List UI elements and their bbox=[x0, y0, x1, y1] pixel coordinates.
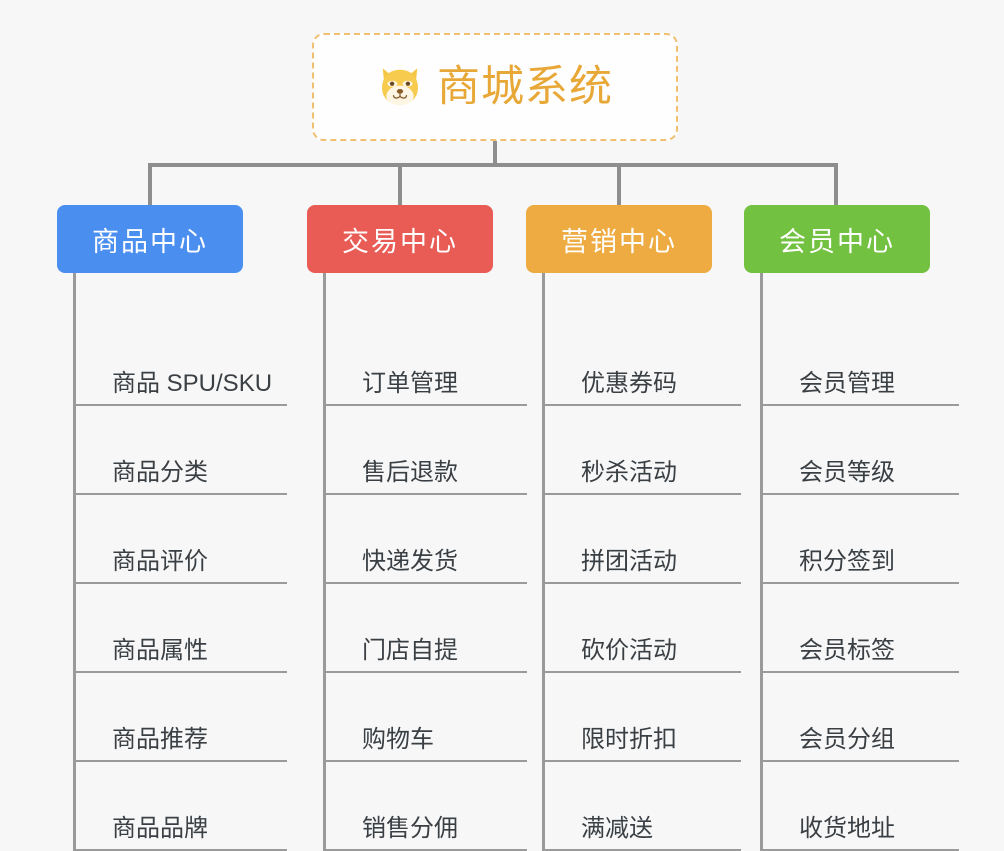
list-item[interactable]: 限时折扣 bbox=[545, 673, 741, 762]
leaf-label: 购物车 bbox=[362, 726, 434, 754]
leaf-list-product-center: 商品 SPU/SKU 商品分类 商品评价 商品属性 商品推荐 商品品牌 bbox=[73, 273, 287, 851]
connector-root-stem bbox=[493, 141, 497, 165]
leaf-label: 拼团活动 bbox=[581, 548, 677, 576]
list-item[interactable]: 商品品牌 bbox=[76, 762, 287, 851]
connector-drop-member-center bbox=[834, 163, 838, 205]
column-trade-center: 交易中心 订单管理 售后退款 快递发货 门店自提 购物车 销售分佣 bbox=[307, 205, 527, 851]
list-item[interactable]: 会员分组 bbox=[763, 673, 959, 762]
leaf-label: 积分签到 bbox=[799, 548, 895, 576]
leaf-label: 商品 SPU/SKU bbox=[112, 370, 273, 398]
leaf-label: 商品推荐 bbox=[112, 726, 208, 754]
category-header-product-center[interactable]: 商品中心 bbox=[57, 205, 243, 273]
leaf-label: 会员分组 bbox=[799, 726, 895, 754]
leaf-label: 会员等级 bbox=[799, 459, 895, 487]
category-label: 交易中心 bbox=[342, 226, 458, 257]
leaf-list-marketing-center: 优惠券码 秒杀活动 拼团活动 砍价活动 限时折扣 满减送 bbox=[542, 273, 741, 851]
leaf-label: 商品评价 bbox=[112, 548, 208, 576]
category-label: 营销中心 bbox=[561, 226, 677, 257]
leaf-label: 快递发货 bbox=[362, 548, 458, 576]
list-item[interactable]: 购物车 bbox=[326, 673, 527, 762]
shiba-dog-icon bbox=[382, 68, 418, 105]
leaf-list-trade-center: 订单管理 售后退款 快递发货 门店自提 购物车 销售分佣 bbox=[323, 273, 527, 851]
connector-drop-product-center bbox=[148, 163, 152, 205]
list-item[interactable]: 订单管理 bbox=[326, 273, 527, 406]
list-item[interactable]: 售后退款 bbox=[326, 406, 527, 495]
connector-drop-trade-center bbox=[398, 163, 402, 205]
leaf-label: 优惠券码 bbox=[581, 370, 677, 398]
list-item[interactable]: 商品推荐 bbox=[76, 673, 287, 762]
category-header-marketing-center[interactable]: 营销中心 bbox=[526, 205, 712, 273]
list-item[interactable]: 收货地址 bbox=[763, 762, 959, 851]
list-item[interactable]: 优惠券码 bbox=[545, 273, 741, 406]
connector-drop-marketing-center bbox=[617, 163, 621, 205]
list-item[interactable]: 会员等级 bbox=[763, 406, 959, 495]
leaf-label: 商品分类 bbox=[112, 459, 208, 487]
list-item[interactable]: 商品评价 bbox=[76, 495, 287, 584]
column-marketing-center: 营销中心 优惠券码 秒杀活动 拼团活动 砍价活动 限时折扣 满减送 bbox=[526, 205, 741, 851]
leaf-label: 会员标签 bbox=[799, 637, 895, 665]
leaf-label: 商品属性 bbox=[112, 637, 208, 665]
leaf-label: 秒杀活动 bbox=[581, 459, 677, 487]
list-item[interactable]: 秒杀活动 bbox=[545, 406, 741, 495]
category-header-member-center[interactable]: 会员中心 bbox=[744, 205, 930, 273]
list-item[interactable]: 积分签到 bbox=[763, 495, 959, 584]
list-item[interactable]: 商品 SPU/SKU bbox=[76, 273, 287, 406]
category-label: 会员中心 bbox=[779, 226, 895, 257]
leaf-label: 售后退款 bbox=[362, 459, 458, 487]
list-item[interactable]: 销售分佣 bbox=[326, 762, 527, 851]
category-label: 商品中心 bbox=[92, 226, 208, 257]
connector-horizontal-bus bbox=[148, 163, 838, 167]
leaf-label: 订单管理 bbox=[362, 370, 458, 398]
column-product-center: 商品中心 商品 SPU/SKU 商品分类 商品评价 商品属性 商品推荐 商品品牌 bbox=[57, 205, 287, 851]
leaf-label: 商品品牌 bbox=[112, 815, 208, 843]
root-node[interactable]: 商城系统 bbox=[312, 33, 678, 141]
list-item[interactable]: 门店自提 bbox=[326, 584, 527, 673]
leaf-label: 门店自提 bbox=[362, 637, 458, 665]
leaf-label: 砍价活动 bbox=[581, 637, 677, 665]
list-item[interactable]: 会员管理 bbox=[763, 273, 959, 406]
leaf-label: 限时折扣 bbox=[581, 726, 677, 754]
list-item[interactable]: 快递发货 bbox=[326, 495, 527, 584]
column-member-center: 会员中心 会员管理 会员等级 积分签到 会员标签 会员分组 收货地址 bbox=[744, 205, 959, 851]
list-item[interactable]: 商品属性 bbox=[76, 584, 287, 673]
list-item[interactable]: 会员标签 bbox=[763, 584, 959, 673]
list-item[interactable]: 满减送 bbox=[545, 762, 741, 851]
root-title: 商城系统 bbox=[437, 62, 613, 111]
leaf-label: 会员管理 bbox=[799, 370, 895, 398]
list-item[interactable]: 拼团活动 bbox=[545, 495, 741, 584]
leaf-list-member-center: 会员管理 会员等级 积分签到 会员标签 会员分组 收货地址 bbox=[760, 273, 959, 851]
category-header-trade-center[interactable]: 交易中心 bbox=[307, 205, 493, 273]
leaf-label: 满减送 bbox=[581, 815, 653, 843]
list-item[interactable]: 商品分类 bbox=[76, 406, 287, 495]
leaf-label: 收货地址 bbox=[799, 815, 895, 843]
leaf-label: 销售分佣 bbox=[362, 815, 458, 843]
list-item[interactable]: 砍价活动 bbox=[545, 584, 741, 673]
